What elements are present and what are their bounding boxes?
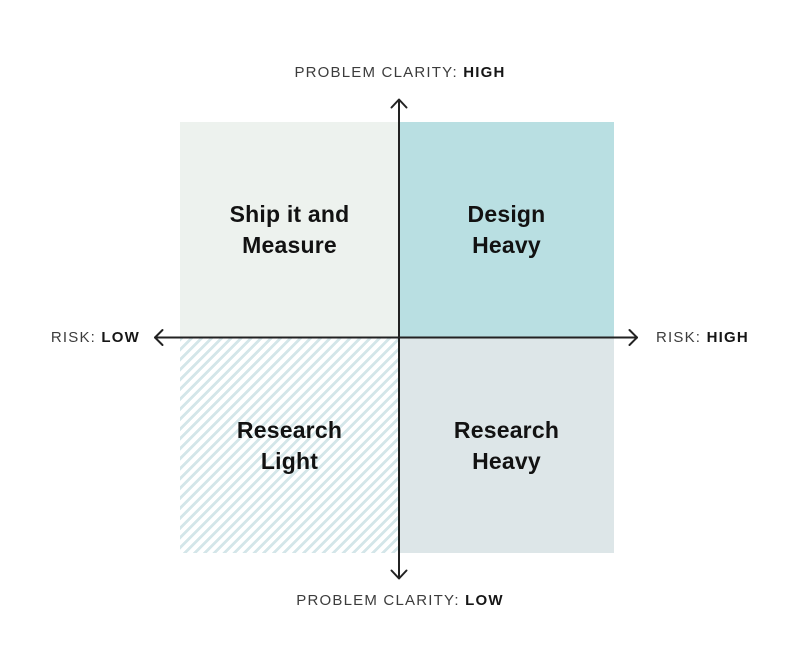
quadrant-research-light: Research Light [180, 338, 399, 553]
quadrant-label-line-1: Design [467, 201, 546, 227]
axis-label-prefix: PROBLEM CLARITY: [294, 64, 458, 81]
axis-label-value: LOW [465, 592, 504, 609]
axis-label-value: LOW [101, 329, 140, 346]
arrow-left-icon [154, 329, 164, 346]
axis-label-problem-clarity-high: PROBLEM CLARITY: HIGH [0, 64, 800, 81]
quadrant-label-line-2: Heavy [472, 447, 541, 474]
axis-label-prefix: RISK: [50, 329, 97, 346]
quadrant-label: Research Heavy [454, 415, 559, 477]
axis-label-prefix: PROBLEM CLARITY: [296, 592, 460, 609]
quadrant-ship-it-and-measure: Ship it and Measure [180, 122, 399, 338]
axis-label-value: HIGH [706, 329, 749, 346]
arrow-up-icon [390, 98, 408, 109]
quadrant-label-line-2: Light [260, 447, 319, 474]
axis-label-risk-low: RISK: LOW [0, 329, 140, 346]
quadrant-label: Ship it and Measure [230, 199, 350, 261]
quadrant-label: Research Light [237, 415, 342, 477]
quadrant-label: Design Heavy [468, 199, 546, 261]
axis-label-value: HIGH [463, 64, 506, 81]
arrow-right-icon [628, 329, 638, 346]
axis-label-problem-clarity-low: PROBLEM CLARITY: LOW [0, 592, 800, 609]
quadrant-label-line-2: Measure [242, 232, 337, 258]
quadrant-research-heavy: Research Heavy [399, 338, 614, 553]
axis-label-risk-high: RISK: HIGH [656, 329, 749, 346]
arrow-down-icon [390, 569, 408, 580]
quadrant-label-line-1: Ship it and [229, 201, 350, 227]
quadrant-label-line-2: Heavy [472, 232, 541, 258]
quadrant-label-line-1: Research [453, 416, 560, 443]
quadrant-design-heavy: Design Heavy [399, 122, 614, 338]
axis-label-prefix: RISK: [656, 329, 702, 346]
quadrant-label-line-1: Research [236, 416, 343, 443]
